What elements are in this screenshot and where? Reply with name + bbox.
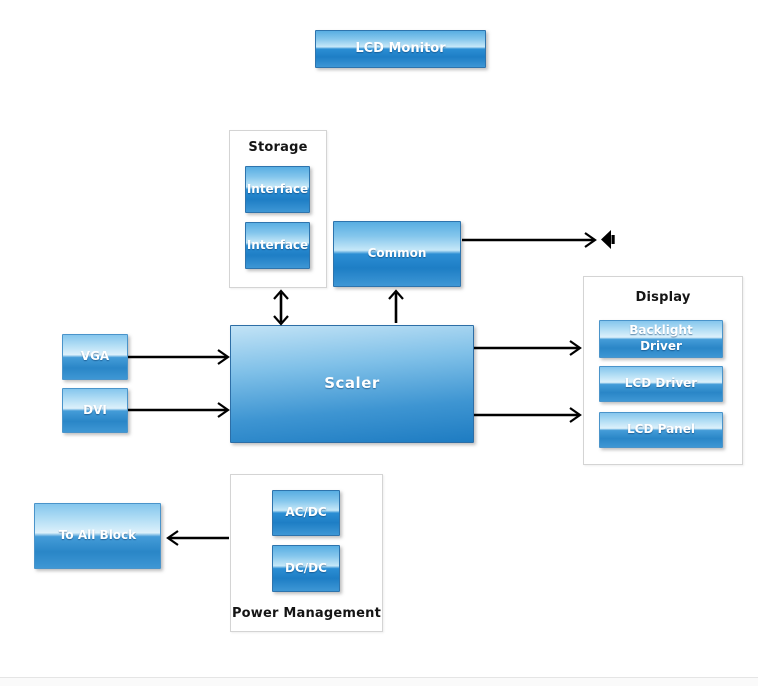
node-dcdc-label: DC/DC (285, 560, 327, 575)
group-storage-title: Storage (248, 140, 308, 155)
node-dvi-label: DVI (83, 402, 107, 417)
node-scaler: Scaler (230, 325, 474, 443)
node-backlight-driver-label: Backlight Driver (629, 323, 693, 353)
arrow-scaler-to-lcd-panel (474, 407, 582, 423)
arrow-scaler-storage-bidirectional (273, 289, 289, 326)
arrow-vga-to-scaler (128, 349, 230, 365)
arrow-power-to-all-block (166, 530, 229, 546)
node-common-label: Common (367, 246, 427, 261)
node-acdc: AC/DC (272, 490, 340, 536)
node-lcd-panel: LCD Panel (599, 412, 723, 448)
node-common: Common (333, 221, 461, 287)
arrow-common-to-speaker (462, 232, 597, 248)
node-to-all-block-label: To All Block (58, 528, 137, 543)
node-storage-interface-1: Interface (245, 166, 310, 213)
arrow-scaler-to-backlight-driver (474, 340, 582, 356)
node-lcd-monitor: LCD Monitor (315, 30, 486, 68)
node-to-all-block: To All Block (34, 503, 161, 569)
node-lcd-driver-label: LCD Driver (624, 376, 698, 391)
group-display-title: Display (635, 290, 691, 305)
speaker-icon (601, 230, 615, 249)
node-lcd-driver: LCD Driver (599, 366, 723, 402)
group-power-management-title: Power Management (231, 606, 382, 621)
node-vga-label: VGA (80, 349, 110, 364)
arrow-scaler-to-common (388, 289, 404, 323)
node-storage-interface-2-label: Interface (246, 237, 309, 252)
arrow-dvi-to-scaler (128, 402, 230, 418)
node-storage-interface-2: Interface (245, 222, 310, 269)
node-backlight-driver: Backlight Driver (599, 320, 723, 358)
node-storage-interface-1-label: Interface (246, 181, 309, 196)
node-acdc-label: AC/DC (285, 505, 327, 520)
node-scaler-label: Scaler (324, 374, 380, 393)
bottom-divider (0, 677, 758, 686)
node-vga: VGA (62, 334, 128, 380)
node-dcdc: DC/DC (272, 545, 340, 592)
node-lcd-monitor-label: LCD Monitor (355, 40, 446, 56)
node-dvi: DVI (62, 388, 128, 433)
node-lcd-panel-label: LCD Panel (627, 422, 695, 437)
